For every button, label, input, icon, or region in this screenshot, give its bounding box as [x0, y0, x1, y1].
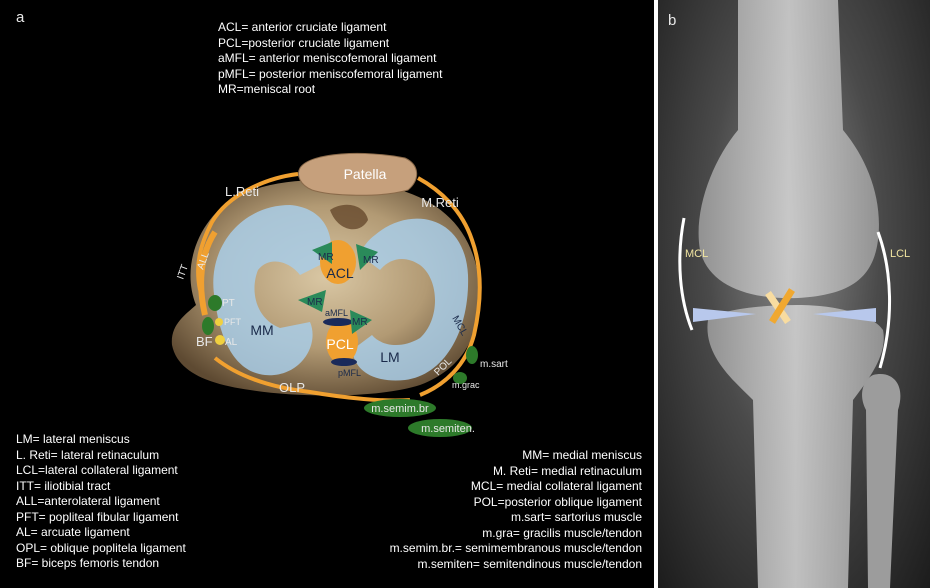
legend-lcl: LCL=lateral collateral ligament: [16, 463, 186, 479]
label-mcl-b: MCL: [685, 248, 708, 260]
legend-l-reti: L. Reti= lateral retinaculum: [16, 448, 186, 464]
legend-m-gra: m.gra= gracilis muscle/tendon: [390, 526, 642, 542]
legend-m-semiten: m.semiten= semitendinous muscle/tendon: [390, 557, 642, 573]
m-sart-shape: [466, 346, 478, 364]
label-mr-3: MR: [307, 297, 323, 308]
legend-opl: OPL= oblique poplitela ligament: [16, 541, 186, 557]
label-itt: ITT: [175, 263, 190, 281]
amfl-shape: [323, 318, 353, 326]
legend-m-reti: M. Reti= medial retinaculum: [390, 464, 642, 480]
al-shape: [215, 335, 225, 345]
label-mm: MM: [250, 322, 273, 338]
label-lm: LM: [380, 349, 399, 365]
legend-mcl: MCL= medial collateral ligament: [390, 479, 642, 495]
fibula: [862, 374, 900, 588]
label-mr-2: MR: [363, 255, 379, 266]
pt-shape: [208, 295, 222, 311]
legend-al: AL= arcuate ligament: [16, 525, 186, 541]
legend-mm: MM= medial meniscus: [390, 448, 642, 464]
label-al: AL: [225, 337, 238, 348]
legend-itt: ITT= iliotibial tract: [16, 479, 186, 495]
label-acl: ACL: [326, 265, 353, 281]
legend-pol: POL=posterior oblique ligament: [390, 495, 642, 511]
pft-shape: [215, 318, 223, 326]
mcl-line: [680, 218, 692, 330]
legend-m-sart: m.sart= sartorius muscle: [390, 510, 642, 526]
label-m-semiten: m.semiten.: [421, 423, 475, 435]
knee-xray-image: MCL LCL: [658, 0, 930, 588]
label-mr-4: MR: [352, 317, 368, 328]
femur: [699, 0, 879, 298]
label-olp: OLP: [279, 380, 305, 395]
label-bf: BF: [196, 334, 213, 349]
right-legend: MM= medial meniscus M. Reti= medial reti…: [390, 448, 642, 572]
label-patella: Patella: [344, 166, 387, 182]
label-pt: PT: [222, 298, 235, 309]
bf-shape: [202, 317, 214, 335]
label-pcl: PCL: [326, 336, 353, 352]
label-l-reti: L.Reti: [225, 184, 259, 199]
legend-pft: PFT= popliteal fibular ligament: [16, 510, 186, 526]
tibia: [707, 305, 883, 588]
legend-all: ALL=anterolateral ligament: [16, 494, 186, 510]
legend-lm: LM= lateral meniscus: [16, 432, 186, 448]
left-legend: LM= lateral meniscus L. Reti= lateral re…: [16, 432, 186, 572]
label-pft: PFT: [224, 317, 242, 327]
label-pmfl: pMFL: [338, 368, 361, 378]
label-m-sart: m.sart: [480, 359, 508, 370]
label-m-semim: m.semim.br: [371, 403, 429, 415]
label-mr-1: MR: [318, 252, 334, 263]
label-m-reti: M.Reti: [421, 195, 459, 210]
pmfl-shape: [331, 358, 357, 366]
label-m-grac: m.grac: [452, 380, 480, 390]
legend-m-semim: m.semim.br.= semimembranous muscle/tendo…: [390, 541, 642, 557]
label-lcl-b: LCL: [890, 248, 910, 260]
panel-a-diagram: a ACL= anterior cruciate ligament PCL=po…: [0, 0, 654, 588]
panel-b-xray: b MCL LCL: [658, 0, 930, 588]
label-amfl: aMFL: [325, 308, 348, 318]
legend-bf: BF= biceps femoris tendon: [16, 556, 186, 572]
